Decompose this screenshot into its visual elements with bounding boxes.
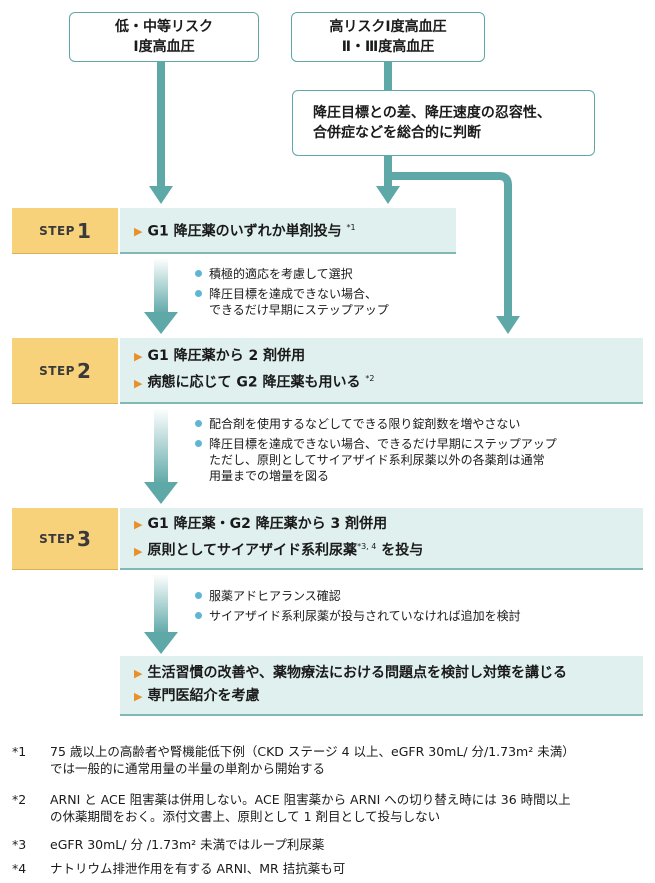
final-box: ▶ 生活習慣の改善や、薬物療法における問題点を検討し対策を講じる ▶ 専門医紹介を考… [120,656,643,716]
step2-line2: ▶ 病態に応じて G2 降圧薬も用いる *2 [134,368,643,395]
assessment-line2: 合併症などを総合的に判断 [313,125,481,141]
high-risk-box: 高リスクⅠ度高血圧 Ⅱ・Ⅲ度高血圧 [291,12,485,62]
step2-note1: 配合剤を使用するなどしてできる限り錠剤数を増やさない [195,416,635,432]
footnote-1-line2: では一般的に通常用量の半量の単剤から開始する [50,761,326,776]
low-risk-line1: 低・中等リスク [115,19,213,35]
step3-line2-text: 原則としてサイアザイド系利尿薬 [147,542,358,559]
triangle-icon: ▶ [134,667,143,680]
step2-line2-sup: *2 [365,374,375,384]
final-line1: ▶ 生活習慣の改善や、薬物療法における問題点を検討し対策を講じる [134,662,643,685]
assessment-box: 降圧目標との差、降圧速度の忍容性、 合併症などを総合的に判断 [292,90,595,156]
step3-note2-text: サイアザイド系利尿薬が投与されていなければ追加を検討 [209,609,521,623]
step2-note2-line1: 降圧目標を達成できない場合、できるだけ早期にステップアップ [209,437,557,451]
step1-word: STEP [39,223,75,238]
step3-number: 3 [76,526,91,551]
step2-line1: ▶ G1 降圧薬から 2 剤併用 [134,345,643,368]
footnote-4-line1: ナトリウム排泄作用を有する ARNI、MR 拮抗薬も可 [50,861,346,876]
step2-word: STEP [39,363,75,378]
step3-note1-text: 服薬アドヒアランス確認 [209,589,341,603]
footnote-1: *1 75 歳以上の高齢者や腎機能低下例（CKD ステージ 4 以上、eGFR … [12,743,647,777]
footnote-3: *3 eGFR 30mL/ 分 /1.73m² 未満ではループ利尿薬 [12,836,647,853]
footnote-2-mark: *2 [12,792,27,807]
step2-box: ▶ G1 降圧薬から 2 剤併用 ▶ 病態に応じて G2 降圧薬も用いる *2 [120,338,643,404]
arrow-assess-to-step2 [388,172,520,334]
bullet-icon [195,420,202,427]
high-risk-line1: 高リスクⅠ度高血圧 [329,19,447,35]
footnote-3-line1: eGFR 30mL/ 分 /1.73m² 未満ではループ利尿薬 [50,837,325,852]
footnote-4: *4 ナトリウム排泄作用を有する ARNI、MR 拮抗薬も可 [12,860,647,877]
triangle-icon: ▶ [134,350,143,364]
step1-note2-line2: できるだけ早期にステップアップ [209,303,389,317]
step2-note1-text: 配合剤を使用するなどしてできる限り錠剤数を増やさない [209,417,521,431]
footnote-3-mark: *3 [12,837,27,852]
final-line2-text: 専門医紹介を考慮 [147,688,260,704]
step2-note2-line2: ただし、原則としてサイアザイド系利尿薬以外の各薬剤は通常 [209,453,545,467]
bullet-icon [195,440,202,447]
step3-note2: サイアザイド系利尿薬が投与されていなければ追加を検討 [195,608,635,624]
final-line2: ▶ 専門医紹介を考慮 [134,685,643,708]
triangle-icon: ▶ [134,225,143,239]
step2-number: 2 [76,358,91,383]
step1-number: 1 [76,218,91,243]
step3-line2: ▶ 原則としてサイアザイド系利尿薬*3, 4 を投与 [134,536,643,563]
step3-notes: 服薬アドヒアランス確認 サイアザイド系利尿薬が投与されていなければ追加を検討 [195,588,635,624]
step3-note1: 服薬アドヒアランス確認 [195,588,635,604]
step3-box: ▶ G1 降圧薬・G2 降圧薬から 3 剤併用 ▶ 原則としてサイアザイド系利尿薬*… [120,508,643,570]
bullet-icon [195,592,202,599]
footnote-1-mark: *1 [12,744,27,759]
footnote-2: *2 ARNI と ACE 阻害薬は併用しない。ACE 阻害薬から ARNI へ… [12,791,647,825]
step1-note1: 積極的適応を考慮して選択 [195,266,615,282]
triangle-icon: ▶ [134,518,143,532]
step2-note2-line3: 用量までの増量を図る [209,469,330,483]
step1-notes: 積極的適応を考慮して選択 降圧目標を達成できない場合、できるだけ早期にステップア… [195,266,615,318]
step1-note2-line1: 降圧目標を達成できない場合、 [209,287,378,301]
step3-line1-text: G1 降圧薬・G2 降圧薬から 3 剤併用 [147,516,388,533]
bullet-icon [195,612,202,619]
step1-line1: ▶ G1 降圧薬のいずれか単剤投与 *1 [134,217,456,244]
step2-line1-text: G1 降圧薬から 2 剤併用 [147,348,306,365]
step1-line1-sup: *1 [346,222,356,232]
arrow-step1-to-step2 [144,258,178,334]
bullet-icon [195,290,202,297]
step3-line1: ▶ G1 降圧薬・G2 降圧薬から 3 剤併用 [134,513,643,536]
footnote-4-mark: *4 [12,861,27,876]
step1-line1-text: G1 降圧薬のいずれか単剤投与 [147,223,342,240]
step1-box: ▶ G1 降圧薬のいずれか単剤投与 *1 [120,208,456,254]
footnote-1-line1: 75 歳以上の高齢者や腎機能低下例（CKD ステージ 4 以上、eGFR 30m… [50,744,575,759]
step2-note2: 降圧目標を達成できない場合、できるだけ早期にステップアップただし、原則としてサイ… [195,436,635,484]
footnote-2-line1: ARNI と ACE 阻害薬は併用しない。ACE 阻害薬から ARNI への切り… [50,792,571,807]
arrow-left-to-step1 [149,62,173,204]
arrow-step2-to-step3 [144,408,178,504]
final-line1-text: 生活習慣の改善や、薬物療法における問題点を検討し対策を講じる [147,665,568,681]
step2-line2-text: 病態に応じて G2 降圧薬も用いる [147,374,361,391]
low-risk-line2: Ⅰ度高血圧 [133,39,195,55]
triangle-icon: ▶ [134,544,143,558]
step3-word: STEP [39,531,75,546]
step1-note1-text: 積極的適応を考慮して選択 [209,267,353,281]
step1-note2: 降圧目標を達成できない場合、できるだけ早期にステップアップ [195,286,615,318]
step3-line2-sup: *3, 4 [357,542,377,552]
footnote-2-line2: の休薬期間をおく。添付文書上、原則として 1 剤目として投与しない [50,809,441,824]
high-risk-line2: Ⅱ・Ⅲ度高血圧 [341,39,435,55]
low-risk-box: 低・中等リスク Ⅰ度高血圧 [69,12,259,62]
triangle-icon: ▶ [134,376,143,390]
step3-line2-tail: を投与 [381,542,424,559]
arrow-step3-to-final [144,574,178,654]
step2-notes: 配合剤を使用するなどしてできる限り錠剤数を増やさない 降圧目標を達成できない場合… [195,416,635,484]
triangle-icon: ▶ [134,690,143,703]
connector-right-to-assess [384,62,392,90]
assessment-line1: 降圧目標との差、降圧速度の忍容性、 [313,105,551,121]
bullet-icon [195,270,202,277]
